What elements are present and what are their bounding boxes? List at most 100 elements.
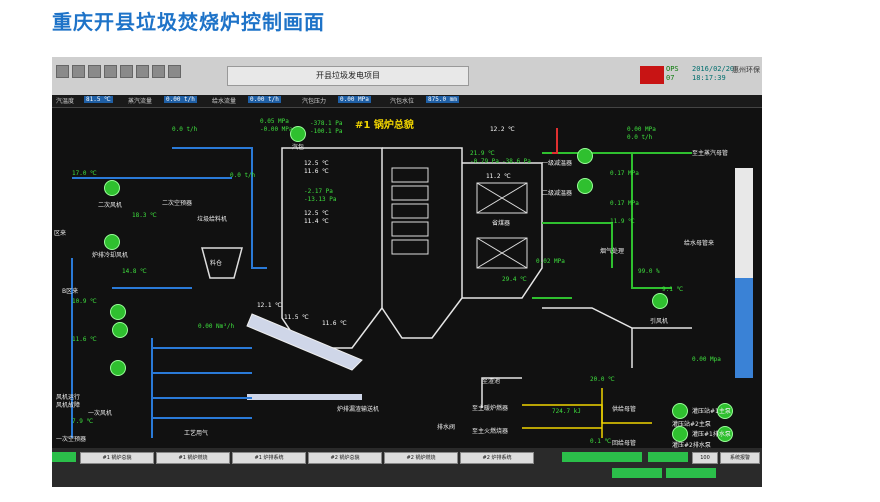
value-temp-b: 11.6 ℃: [304, 168, 329, 175]
datetime: 2016/02/20 18:17:39: [692, 65, 735, 82]
pump1-icon[interactable]: [672, 403, 688, 419]
label-main-fire-b: 至主火燃烧器: [472, 428, 509, 435]
status-value-1: 0.00 t/h: [164, 96, 197, 103]
label-hopper: 料仓: [210, 260, 223, 267]
value-side-b: 18.3 ℃: [132, 212, 157, 219]
ops-label: OPS 07: [666, 65, 679, 82]
value-side-e: 11.6 ℃: [72, 336, 97, 343]
pump3-icon[interactable]: [672, 426, 688, 442]
cooling-fan-icon[interactable]: [104, 234, 120, 250]
status-label-2: 给水流量: [212, 98, 237, 105]
label-fan-running: 风机运行: [56, 394, 81, 401]
value-temp-f: 11.5 ℃: [284, 314, 309, 321]
label-feed-pump: 给水母管来: [684, 240, 715, 247]
value-side-a: 17.0 ℃: [72, 170, 97, 177]
page-title: 重庆开县垃圾焚烧炉控制画面: [52, 10, 325, 34]
label-hopper-feeder: 垃圾给料机: [197, 216, 228, 223]
tab-5[interactable]: #2 锅炉燃烧: [384, 452, 458, 464]
value-flow-g: 11.9 ℃: [610, 218, 635, 225]
status-value-4: 875.0 mm: [426, 96, 459, 103]
tab-2[interactable]: #1 锅炉燃烧: [156, 452, 230, 464]
value-speed-a: 0.00 Nm³/h: [198, 323, 235, 330]
label-secondary-fan: 二次风机: [98, 202, 123, 209]
tab-6[interactable]: #2 炉排系统: [460, 452, 534, 464]
toolbar-icon-6[interactable]: [136, 65, 149, 78]
label-fan-fault: 风机故障: [56, 402, 81, 409]
status-green-mid: [562, 452, 642, 462]
status-value-2: 0.00 t/h: [248, 96, 281, 103]
primary-fan-2-icon[interactable]: [110, 360, 126, 376]
status-green-mid-2: [648, 452, 688, 462]
secondary-fan-icon[interactable]: [104, 180, 120, 196]
toolbar-icon-4[interactable]: [104, 65, 117, 78]
value-flow-f: 0.17 MPa: [610, 200, 639, 207]
tab-4[interactable]: #2 锅炉总貌: [308, 452, 382, 464]
label-process-air: 工艺用气: [184, 430, 209, 437]
toolbar-icon-2[interactable]: [72, 65, 85, 78]
primary-fan-icon[interactable]: [110, 304, 126, 320]
value-percent: 99.0 %: [638, 268, 660, 275]
desuperheater-2-icon[interactable]: [577, 178, 593, 194]
primary-air-fan-icon[interactable]: [112, 322, 128, 338]
value-flow-e: 0.17 MPa: [610, 170, 639, 177]
value-temp-c: 12.5 ℃: [304, 210, 329, 217]
tab-3[interactable]: #1 炉排系统: [232, 452, 306, 464]
label-pump1: 灌压站#1主泵: [692, 408, 731, 415]
value-pressure-x: 0.00 MPa: [627, 126, 656, 133]
status-value-3: 0.00 MPa: [338, 96, 371, 103]
value-speed-b: 0.0 t/h: [230, 172, 256, 179]
hmi-screen: 开县垃圾发电项目 OPS 07 2016/02/20 18:17:39 惠州环保…: [52, 57, 762, 487]
value-temp-h: 12.2 ℃: [490, 126, 515, 133]
value-flow-d: 0.02 MPa: [536, 258, 565, 265]
bottom-count: 100: [692, 452, 718, 464]
status-label-3: 汽包压力: [302, 98, 327, 105]
toolbar-icon-8[interactable]: [168, 65, 181, 78]
hmi-project-title: 开县垃圾发电项目: [227, 66, 469, 86]
system-alarm-button[interactable]: 系统报警: [720, 452, 760, 464]
label-secondary-preheater: 二次空预器: [162, 200, 193, 207]
toolbar-icon-5[interactable]: [120, 65, 133, 78]
status-value-0: 81.5 ℃: [84, 96, 113, 103]
label-pump4: 灌压#2排水泵: [672, 442, 711, 449]
pump2-icon[interactable]: [717, 403, 733, 419]
value-drum-b: -100.1 Pa: [310, 128, 343, 135]
value-t1: 0.0 t/h: [172, 126, 198, 133]
status-green-left: [52, 452, 76, 462]
status-row: 汽温度 81.5 ℃ 蒸汽流量 0.00 t/h 给水流量 0.00 t/h 汽…: [52, 95, 762, 108]
label-district-a: 区来: [54, 230, 67, 237]
label-main-fire-a: 至主暖炉燃器: [472, 405, 509, 412]
pipework: [71, 128, 692, 438]
status-green-lower-2: [666, 468, 716, 478]
value-side-d: 10.9 ℃: [72, 298, 97, 305]
value-temp-g: 11.6 ℃: [322, 320, 347, 327]
value-feed-kw: 724.7 kJ: [552, 408, 581, 415]
value-flow-b: -13.13 Pa: [304, 196, 337, 203]
status-label-4: 汽包水位: [390, 98, 415, 105]
toolbar-icon-1[interactable]: [56, 65, 69, 78]
pump4-icon[interactable]: [717, 426, 733, 442]
value-outlet-a: -38.6 Pa: [502, 158, 531, 165]
induced-fan-icon[interactable]: [652, 293, 668, 309]
label-primary-fan: 一次风机: [88, 410, 113, 417]
toolbar-icon-7[interactable]: [152, 65, 165, 78]
toolbar-icon-3[interactable]: [88, 65, 101, 78]
tab-1[interactable]: #1 锅炉总貌: [80, 452, 154, 464]
value-drum-a: -378.1 Pa: [310, 120, 343, 127]
steam-drum-icon[interactable]: [290, 126, 306, 142]
status-green-lower: [612, 468, 662, 478]
value-temp-e: 12.1 ℃: [257, 302, 282, 309]
desuperheater-1-icon[interactable]: [577, 148, 593, 164]
label-slag-out: 至渣池: [482, 378, 501, 385]
status-label-1: 蒸汽流量: [128, 98, 153, 105]
label-main-steam: 至主蒸汽母管: [692, 150, 729, 157]
value-bottom-b: 0.1 ℃: [590, 438, 612, 445]
boiler-title: #1 锅炉总貌: [355, 120, 414, 131]
alarm-indicator[interactable]: [640, 66, 664, 84]
label-pump2: 灌压站#2主泵: [672, 421, 711, 428]
value-p1: 0.05 MPa: [260, 118, 289, 125]
label-return-header: 回给母管: [612, 440, 637, 447]
label-flue-gas: 烟气处理: [600, 248, 625, 255]
value-side-c: 14.8 ℃: [122, 268, 147, 275]
label-cooling-fan: 炉排冷却风机: [92, 252, 129, 259]
label-slag-conveyor: 炉排漏渣输送机: [337, 406, 380, 413]
